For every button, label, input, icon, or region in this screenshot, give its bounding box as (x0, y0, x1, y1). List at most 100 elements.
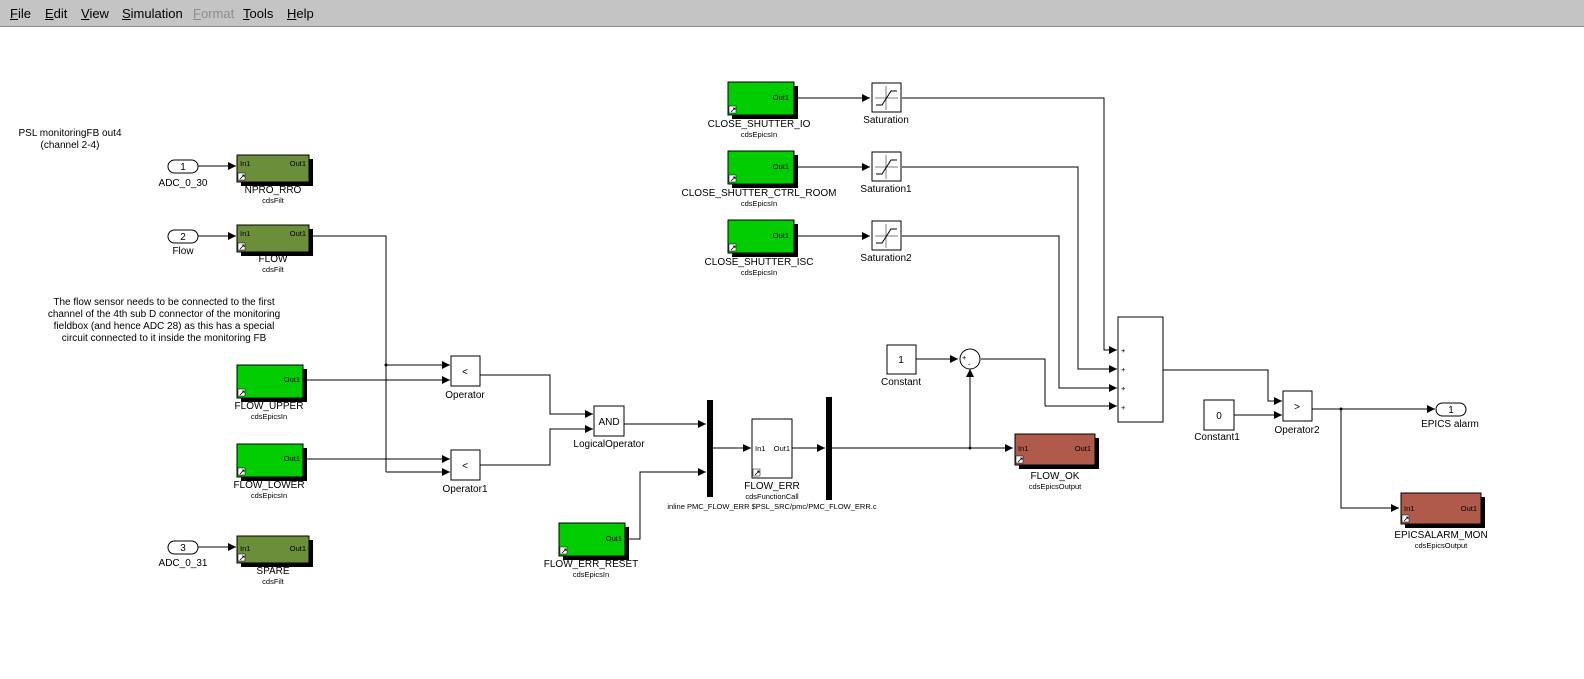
block-type: cdsFilt (262, 265, 285, 274)
menu-tools-mnemonic: T (243, 6, 250, 21)
inport-number: 1 (180, 162, 186, 173)
block-close-shutter-io[interactable]: Out1 CLOSE_SHUTTER_IO cdsEpicsIn (708, 81, 811, 139)
menu-format-mnemonic: F (193, 6, 201, 21)
outport-label: EPICS alarm (1421, 419, 1479, 430)
block-out-port: Out1 (1075, 444, 1091, 453)
block-label: NPRO_RRO (245, 185, 302, 196)
block-type: cdsEpicsIn (251, 412, 287, 421)
block-logical-operator[interactable]: AND LogicalOperator (573, 405, 645, 450)
menu-help-mnemonic: H (287, 6, 297, 21)
menu-view-rest: iew (89, 6, 109, 21)
block-label: FLOW_LOWER (233, 480, 304, 491)
operator-symbol: < (462, 461, 468, 472)
block-label: SPARE (256, 566, 289, 577)
inport-adc-0-31[interactable]: 3 ADC_0_31 (159, 540, 208, 569)
inport-flow[interactable]: 2 Flow (167, 229, 199, 257)
block-label: EPICSALARM_MON (1394, 530, 1487, 541)
block-type: cdsEpicsOutput (1029, 482, 1082, 491)
inport-label: Flow (172, 246, 194, 257)
inport-label: ADC_0_30 (159, 178, 208, 189)
block-operator2[interactable]: > Operator2 (1274, 390, 1320, 436)
block-constant1[interactable]: 0 Constant1 (1194, 399, 1240, 443)
block-saturation1[interactable]: Saturation1 (860, 151, 912, 195)
block-label: Saturation (863, 115, 909, 126)
block-in-port: In1 (1018, 444, 1028, 453)
block-flow[interactable]: In1 Out1 FLOW cdsFilt (236, 224, 313, 274)
block-out-port: Out1 (773, 162, 789, 171)
block-in-port: In1 (1404, 504, 1414, 513)
menu-help[interactable]: Help (287, 6, 314, 21)
block-label: Operator1 (442, 484, 487, 495)
block-label: Operator2 (1274, 425, 1319, 436)
menu-file[interactable]: File (10, 6, 31, 21)
sum-sign-1: + (1121, 346, 1126, 355)
block-flow-lower[interactable]: Out1 FLOW_LOWER cdsEpicsIn (233, 443, 307, 500)
block-label: Constant1 (1194, 432, 1240, 443)
block-out-port: Out1 (773, 93, 789, 102)
block-in-port: In1 (755, 444, 765, 453)
block-saturation[interactable]: Saturation (863, 82, 909, 126)
demux-bar[interactable] (826, 397, 832, 500)
block-out-port: Out1 (284, 375, 300, 384)
block-label: FLOW_ERR_RESET (544, 559, 638, 570)
flow-note-line3: fieldbox (and hence ADC 28) as this has … (54, 321, 275, 332)
block-sum-big[interactable]: + + + + (1117, 316, 1164, 423)
block-in-port: In1 (240, 159, 250, 168)
block-flow-err[interactable]: In1 Out1 FLOW_ERR cdsFunctionCall inline… (667, 418, 877, 511)
block-spare[interactable]: In1 Out1 SPARE cdsFilt (236, 535, 313, 586)
block-in-port: In1 (240, 544, 250, 553)
block-type: cdsEpicsIn (741, 268, 777, 277)
outport-number: 1 (1448, 405, 1454, 416)
inport-number: 3 (180, 543, 186, 554)
psl-note-line1: PSL monitoringFB out4 (18, 128, 121, 139)
block-close-shutter-isc[interactable]: Out1 CLOSE_SHUTTER_ISC cdsEpicsIn (705, 219, 814, 277)
constant-value: 1 (898, 355, 904, 366)
block-out-port: Out1 (284, 454, 300, 463)
block-type: cdsFunctionCall (745, 492, 799, 501)
block-close-shutter-ctrl-room[interactable]: Out1 CLOSE_SHUTTER_CTRL_ROOM cdsEpicsIn (681, 150, 837, 208)
mux-bar[interactable] (707, 400, 713, 497)
operator-symbol: AND (598, 417, 619, 428)
inport-label: ADC_0_31 (159, 558, 208, 569)
block-operator1[interactable]: < Operator1 (442, 449, 488, 495)
menu-edit-mnemonic: E (45, 6, 54, 21)
flow-note-line2: channel of the 4th sub D connector of th… (48, 309, 280, 320)
block-epicsalarm-mon[interactable]: In1 Out1 EPICSALARM_MON cdsEpicsOutput (1394, 492, 1488, 550)
block-npro-rro[interactable]: In1 Out1 NPRO_RRO cdsFilt (236, 154, 313, 205)
block-type: cdsFilt (262, 196, 285, 205)
branch-points (384, 363, 1343, 450)
block-label: Saturation1 (860, 184, 912, 195)
menu-file-mnemonic: F (10, 6, 18, 21)
menu-edit-rest: dit (53, 6, 68, 21)
block-type: cdsEpicsIn (741, 130, 777, 139)
outport-epics-alarm[interactable]: 1 EPICS alarm (1421, 402, 1479, 430)
block-flow-ok[interactable]: In1 Out1 FLOW_OK cdsEpicsOutput (1014, 433, 1099, 491)
block-flow-upper[interactable]: Out1 FLOW_UPPER cdsEpicsIn (235, 364, 307, 421)
block-out-port: Out1 (290, 159, 306, 168)
block-label: CLOSE_SHUTTER_CTRL_ROOM (681, 188, 836, 199)
block-constant[interactable]: 1 Constant (881, 344, 921, 388)
menu-tools[interactable]: Tools (243, 6, 273, 21)
block-saturation2[interactable]: Saturation2 (860, 220, 912, 264)
block-label: CLOSE_SHUTTER_IO (708, 119, 811, 130)
inport-adc-0-30[interactable]: 1 ADC_0_30 (159, 159, 208, 189)
sum-sign-3: + (1121, 384, 1126, 393)
block-type: cdsEpicsOutput (1415, 541, 1468, 550)
menu-view-mnemonic: V (81, 6, 90, 21)
menu-edit[interactable]: Edit (45, 6, 67, 21)
menu-view[interactable]: View (81, 6, 109, 21)
model-canvas[interactable]: PSL monitoringFB out4 (channel 2-4) The … (0, 28, 1584, 679)
block-label: FLOW (259, 254, 288, 265)
block-out-port: Out1 (290, 544, 306, 553)
block-operator[interactable]: < Operator (445, 355, 485, 401)
block-sum-small[interactable]: + - (959, 348, 981, 370)
block-out-port: Out1 (773, 231, 789, 240)
block-label: FLOW_OK (1031, 471, 1080, 482)
menu-simulation[interactable]: Simulation (122, 6, 183, 21)
menu-format[interactable]: Format (193, 6, 234, 21)
sum-sign-4: + (1121, 403, 1126, 412)
menu-help-rest: elp (296, 6, 314, 21)
block-type: cdsFilt (262, 577, 285, 586)
block-type: cdsEpicsIn (741, 199, 777, 208)
block-flow-err-reset[interactable]: Out1 FLOW_ERR_RESET cdsEpicsIn (544, 522, 638, 579)
